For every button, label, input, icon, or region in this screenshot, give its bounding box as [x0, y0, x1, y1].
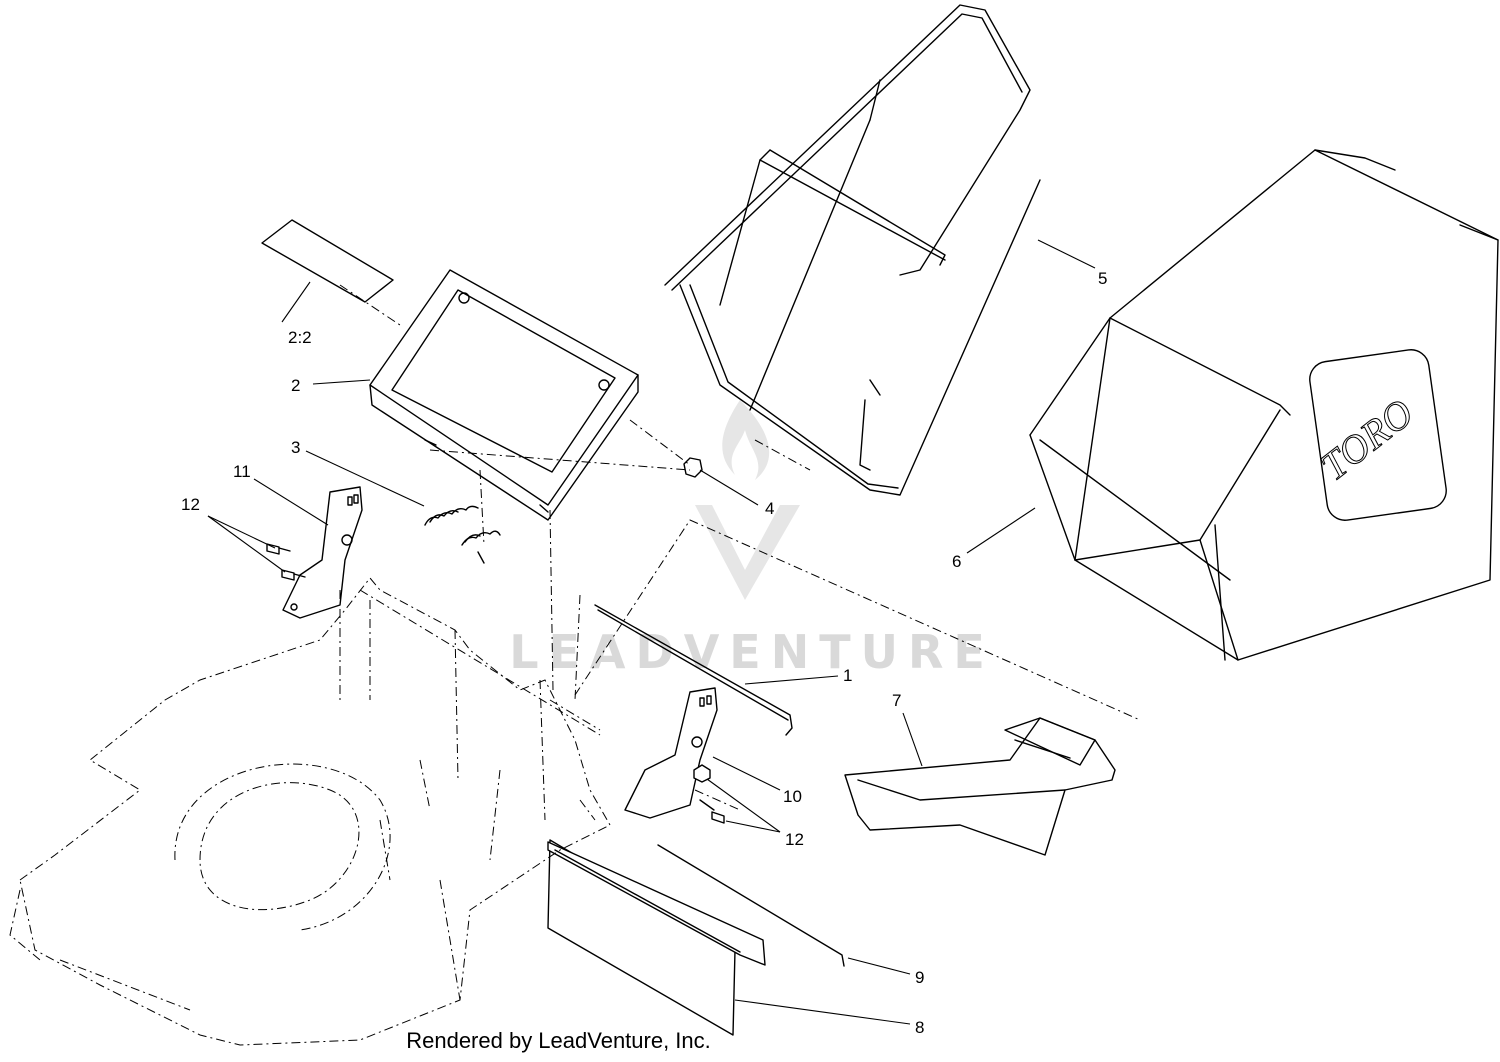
callout-10: 10: [783, 787, 802, 806]
callout-7: 7: [892, 691, 901, 710]
part-2-flap: [369, 269, 639, 521]
part-5-bag-frame: [664, 4, 1041, 496]
part-12-screws-left: [266, 543, 306, 581]
part-4-nut: [683, 457, 703, 478]
callout-5: 5: [1098, 269, 1107, 288]
watermark-text: LEADVENTURE: [509, 625, 995, 679]
part-8-rear-flap: [547, 839, 766, 1036]
part-12-screws-right: [693, 764, 725, 824]
render-credit: Rendered by LeadVenture, Inc.: [406, 1028, 711, 1053]
callout-9: 9: [915, 968, 924, 987]
part-3-spring: [424, 505, 501, 564]
part-7-chute: [844, 717, 1116, 856]
callout-12-left: 12: [181, 495, 200, 514]
part-6-grass-bag: TORO: [1029, 149, 1499, 661]
watermark: LEADVENTURE: [509, 400, 995, 679]
watermark-flame-icon: [722, 400, 770, 480]
callout-1: 1: [843, 666, 852, 685]
mower-deck-phantom: [9, 577, 611, 1046]
assembly-lines: [339, 284, 1141, 811]
callout-labels: 2:2 2 3 11 12 4 5 6 1 7 10 12 9 8: [181, 269, 1107, 1037]
watermark-v-icon: [695, 505, 800, 600]
part-2-2-decal: [261, 219, 394, 303]
callout-11: 11: [233, 462, 251, 481]
callout-leaders: [207, 239, 1096, 1025]
part-9-rod: [657, 844, 845, 967]
callout-3: 3: [291, 438, 300, 457]
callout-2-2: 2:2: [288, 328, 312, 347]
callout-2: 2: [291, 376, 300, 395]
callout-6: 6: [952, 552, 961, 571]
part-10-bracket-right: [624, 687, 718, 819]
part-1-rod: [594, 604, 793, 736]
callout-8: 8: [915, 1018, 924, 1037]
part-11-bracket-left: [282, 486, 363, 619]
callout-12-right: 12: [785, 830, 804, 849]
callout-4: 4: [765, 499, 774, 518]
